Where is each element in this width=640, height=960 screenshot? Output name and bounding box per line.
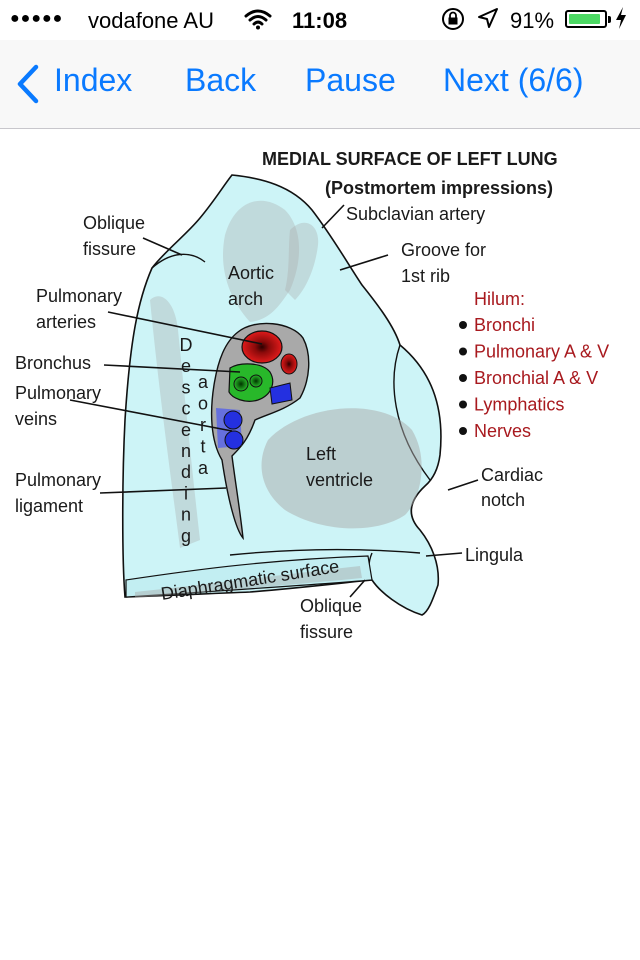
charging-bolt-icon [614,6,628,36]
hilum-bullet [459,427,467,435]
hilum-bullet [459,400,467,409]
leader-subclavian [321,204,345,229]
descending-aorta-impression [150,296,200,548]
label-aortic-arch-2: arch [228,289,263,309]
lingula-border [229,548,421,556]
descending-letter: n [181,441,191,461]
descending-letter: d [181,462,191,482]
pulmonary-vein-small [269,382,293,405]
index-button[interactable]: Index [54,62,133,98]
descending-letter: e [181,356,191,376]
label-oblique-fissure-bottom-2: fissure [300,622,353,642]
hilum-item: Pulmonary A & V [474,342,609,362]
aorta-letter: o [198,394,208,414]
descending-letter: D [180,335,193,355]
back-button[interactable]: Back [185,62,257,98]
aorta-letter: a [198,458,209,478]
leader-cardiac-notch [447,479,479,491]
wifi-icon [244,8,272,36]
hilum-bullet [459,374,467,382]
leader-groove [339,254,389,271]
label-oblique-fissure-top-1: Oblique [83,213,145,233]
carrier-name: vodafone AU [88,8,214,33]
pulmonary-vein-upper [223,410,243,430]
lung-diagram: MEDIAL SURFACE OF LEFT LUNG (Postmortem … [15,149,609,642]
label-pulmonary-veins-1: Pulmonary [15,383,101,403]
hilum-item: Bronchi [474,315,535,335]
pause-button[interactable]: Pause [305,62,396,98]
aorta-letter: t [200,437,205,457]
label-cardiac-notch-2: notch [481,490,525,510]
location-arrow-icon [476,6,500,36]
label-groove-1: Groove for [401,240,486,260]
navigation-bar: Index Back Pause Next (6/6) [0,40,640,129]
battery-nub [608,16,611,23]
leader-lingula [425,552,463,557]
label-pulmonary-arteries-1: Pulmonary [36,286,122,306]
leader-ligament [99,487,227,494]
label-subclavian-artery: Subclavian artery [346,204,485,224]
aortic-arch-impression [222,200,300,322]
label-pulmonary-ligament-2: ligament [15,496,83,516]
hilum-bullet [459,321,467,329]
battery-percentage: 91% [510,8,555,33]
signal-strength-dots: ●●●●● [10,10,64,27]
descending-letter: g [181,526,191,546]
label-left-ventricle-2: ventricle [306,470,373,490]
hilum-item: Bronchial A & V [474,368,598,388]
label-pulmonary-arteries-2: arteries [36,312,96,332]
chevron-left-icon[interactable] [14,64,40,109]
next-button[interactable]: Next (6/6) [443,62,584,98]
battery-icon [565,10,611,28]
diagram-title: MEDIAL SURFACE OF LEFT LUNG [262,149,558,169]
descending-letter: c [182,399,191,419]
aorta-letter: r [200,415,206,435]
bronchus-lumen-1 [233,376,249,392]
leader-oblique-bottom [349,579,366,598]
descending-letter: s [182,377,191,397]
aorta-letter: a [198,372,209,392]
pulmonary-vein-lower [224,430,244,450]
status-bar: ●●●●● vodafone AU 11:08 91% [0,0,640,40]
hilum-item: Lymphatics [474,395,564,415]
diaphragm-impression [135,566,362,598]
label-oblique-fissure-top-2: fissure [83,239,136,259]
leader-oblique-top [142,237,183,256]
label-cardiac-notch-1: Cardiac [481,465,543,485]
left-ventricle-impression [261,408,422,529]
bronchus-lumen-2 [249,374,263,388]
leader-bronchus [103,364,241,373]
diaphragmatic-surface-band [125,555,373,598]
label-left-ventricle-1: Left [306,444,336,464]
label-aortic-arch-1: Aortic [228,263,274,283]
leader-pulmonary-arteries [107,311,263,345]
leader-veins [69,399,233,432]
diagram-subtitle: (Postmortem impressions) [325,178,553,198]
label-pulmonary-veins-2: veins [15,409,57,429]
pulmonary-artery [241,330,283,364]
battery-fill [569,14,600,24]
hilum-item: Nerves [474,421,531,441]
label-lingula: Lingula [465,545,524,565]
bronchial-artery [280,353,298,375]
descending-letter: n [181,505,191,525]
descending-letter: i [184,483,188,503]
label-pulmonary-ligament-1: Pulmonary [15,470,101,490]
orientation-lock-icon [440,6,466,38]
subclavian-impression [285,222,319,300]
descending-letter: e [181,420,191,440]
clock-time: 11:08 [292,8,348,33]
label-groove-2: 1st rib [401,266,450,286]
hilum-heading: Hilum: [474,289,525,309]
hilum-bullet [459,347,467,356]
label-oblique-fissure-bottom-1: Oblique [300,596,362,616]
label-bronchus: Bronchus [15,353,91,373]
